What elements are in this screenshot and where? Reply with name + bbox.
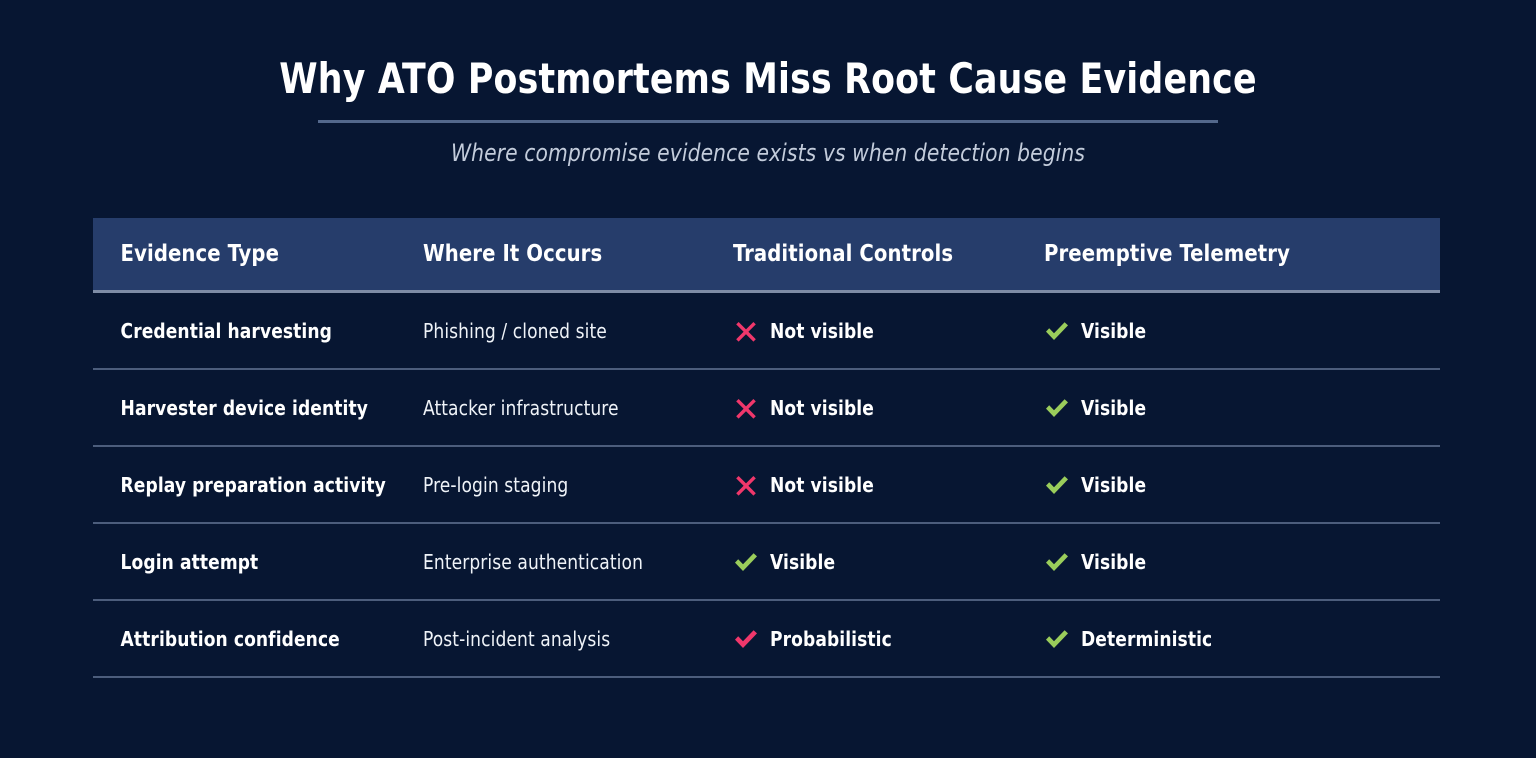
check-icon — [733, 626, 759, 652]
cell-where-it-occurs: Phishing / cloned site — [423, 318, 607, 343]
cell-evidence-type: Attribution confidence — [120, 626, 340, 651]
page-subtitle: Where compromise evidence exists vs when… — [450, 139, 1086, 167]
cross-icon — [733, 395, 759, 421]
cell-traditional-controls: Not visible — [733, 318, 1044, 344]
cell-where-it-occurs: Post-incident analysis — [423, 626, 611, 651]
cell-traditional-controls: Not visible — [733, 395, 1044, 421]
cell-preemptive-telemetry-label: Visible — [1081, 549, 1147, 574]
title-block: Why ATO Postmortems Miss Root Cause Evid… — [0, 0, 1536, 168]
cell-traditional-controls: Visible — [733, 549, 1044, 575]
table-body: Credential harvesting Phishing / cloned s… — [93, 293, 1440, 678]
cell-evidence-type: Harvester device identity — [120, 395, 368, 420]
cell-preemptive-telemetry-label: Visible — [1081, 395, 1147, 420]
check-icon — [1044, 549, 1070, 575]
check-icon — [1044, 395, 1070, 421]
cell-traditional-controls-label: Probabilistic — [770, 626, 892, 651]
cell-traditional-controls-label: Not visible — [770, 395, 874, 420]
table-row: Credential harvesting Phishing / cloned s… — [93, 293, 1440, 370]
cell-traditional-controls-label: Not visible — [770, 318, 874, 343]
title-divider — [318, 120, 1218, 123]
cell-evidence-type: Login attempt — [120, 549, 259, 574]
cell-preemptive-telemetry: Visible — [1044, 472, 1440, 498]
table-row: Replay preparation activity Pre-login sta… — [93, 447, 1440, 524]
table-row: Login attempt Enterprise authentication Vi… — [93, 524, 1440, 601]
cell-where-it-occurs: Enterprise authentication — [423, 549, 643, 574]
cell-traditional-controls: Not visible — [733, 472, 1044, 498]
column-header-where-it-occurs: Where It Occurs — [423, 241, 603, 267]
page-title: Why ATO Postmortems Miss Root Cause Evid… — [279, 54, 1257, 103]
cell-evidence-type: Credential harvesting — [120, 318, 332, 343]
cell-traditional-controls: Probabilistic — [733, 626, 1044, 652]
check-icon — [1044, 472, 1070, 498]
check-icon — [1044, 626, 1070, 652]
table-row: Attribution confidence Post-incident anal… — [93, 601, 1440, 678]
column-header-traditional-controls: Traditional Controls — [733, 241, 954, 267]
cell-where-it-occurs: Pre-login staging — [423, 472, 569, 497]
cell-preemptive-telemetry: Visible — [1044, 318, 1440, 344]
cell-preemptive-telemetry-label: Deterministic — [1081, 626, 1213, 651]
cell-preemptive-telemetry-label: Visible — [1081, 472, 1147, 497]
cell-evidence-type: Replay preparation activity — [120, 472, 386, 497]
cell-preemptive-telemetry: Visible — [1044, 549, 1440, 575]
check-icon — [733, 549, 759, 575]
table-row: Harvester device identity Attacker infras… — [93, 370, 1440, 447]
cross-icon — [733, 472, 759, 498]
check-icon — [1044, 318, 1070, 344]
cell-preemptive-telemetry-label: Visible — [1081, 318, 1147, 343]
comparison-table: Evidence Type Where It Occurs Traditiona… — [93, 218, 1440, 678]
cell-traditional-controls-label: Visible — [770, 549, 836, 574]
column-header-evidence-type: Evidence Type — [120, 241, 280, 267]
cross-icon — [733, 318, 759, 344]
cell-preemptive-telemetry: Visible — [1044, 395, 1440, 421]
column-header-preemptive-telemetry: Preemptive Telemetry — [1044, 241, 1291, 267]
cell-where-it-occurs: Attacker infrastructure — [423, 395, 619, 420]
table-header-row: Evidence Type Where It Occurs Traditiona… — [93, 218, 1440, 293]
cell-traditional-controls-label: Not visible — [770, 472, 874, 497]
cell-preemptive-telemetry: Deterministic — [1044, 626, 1440, 652]
